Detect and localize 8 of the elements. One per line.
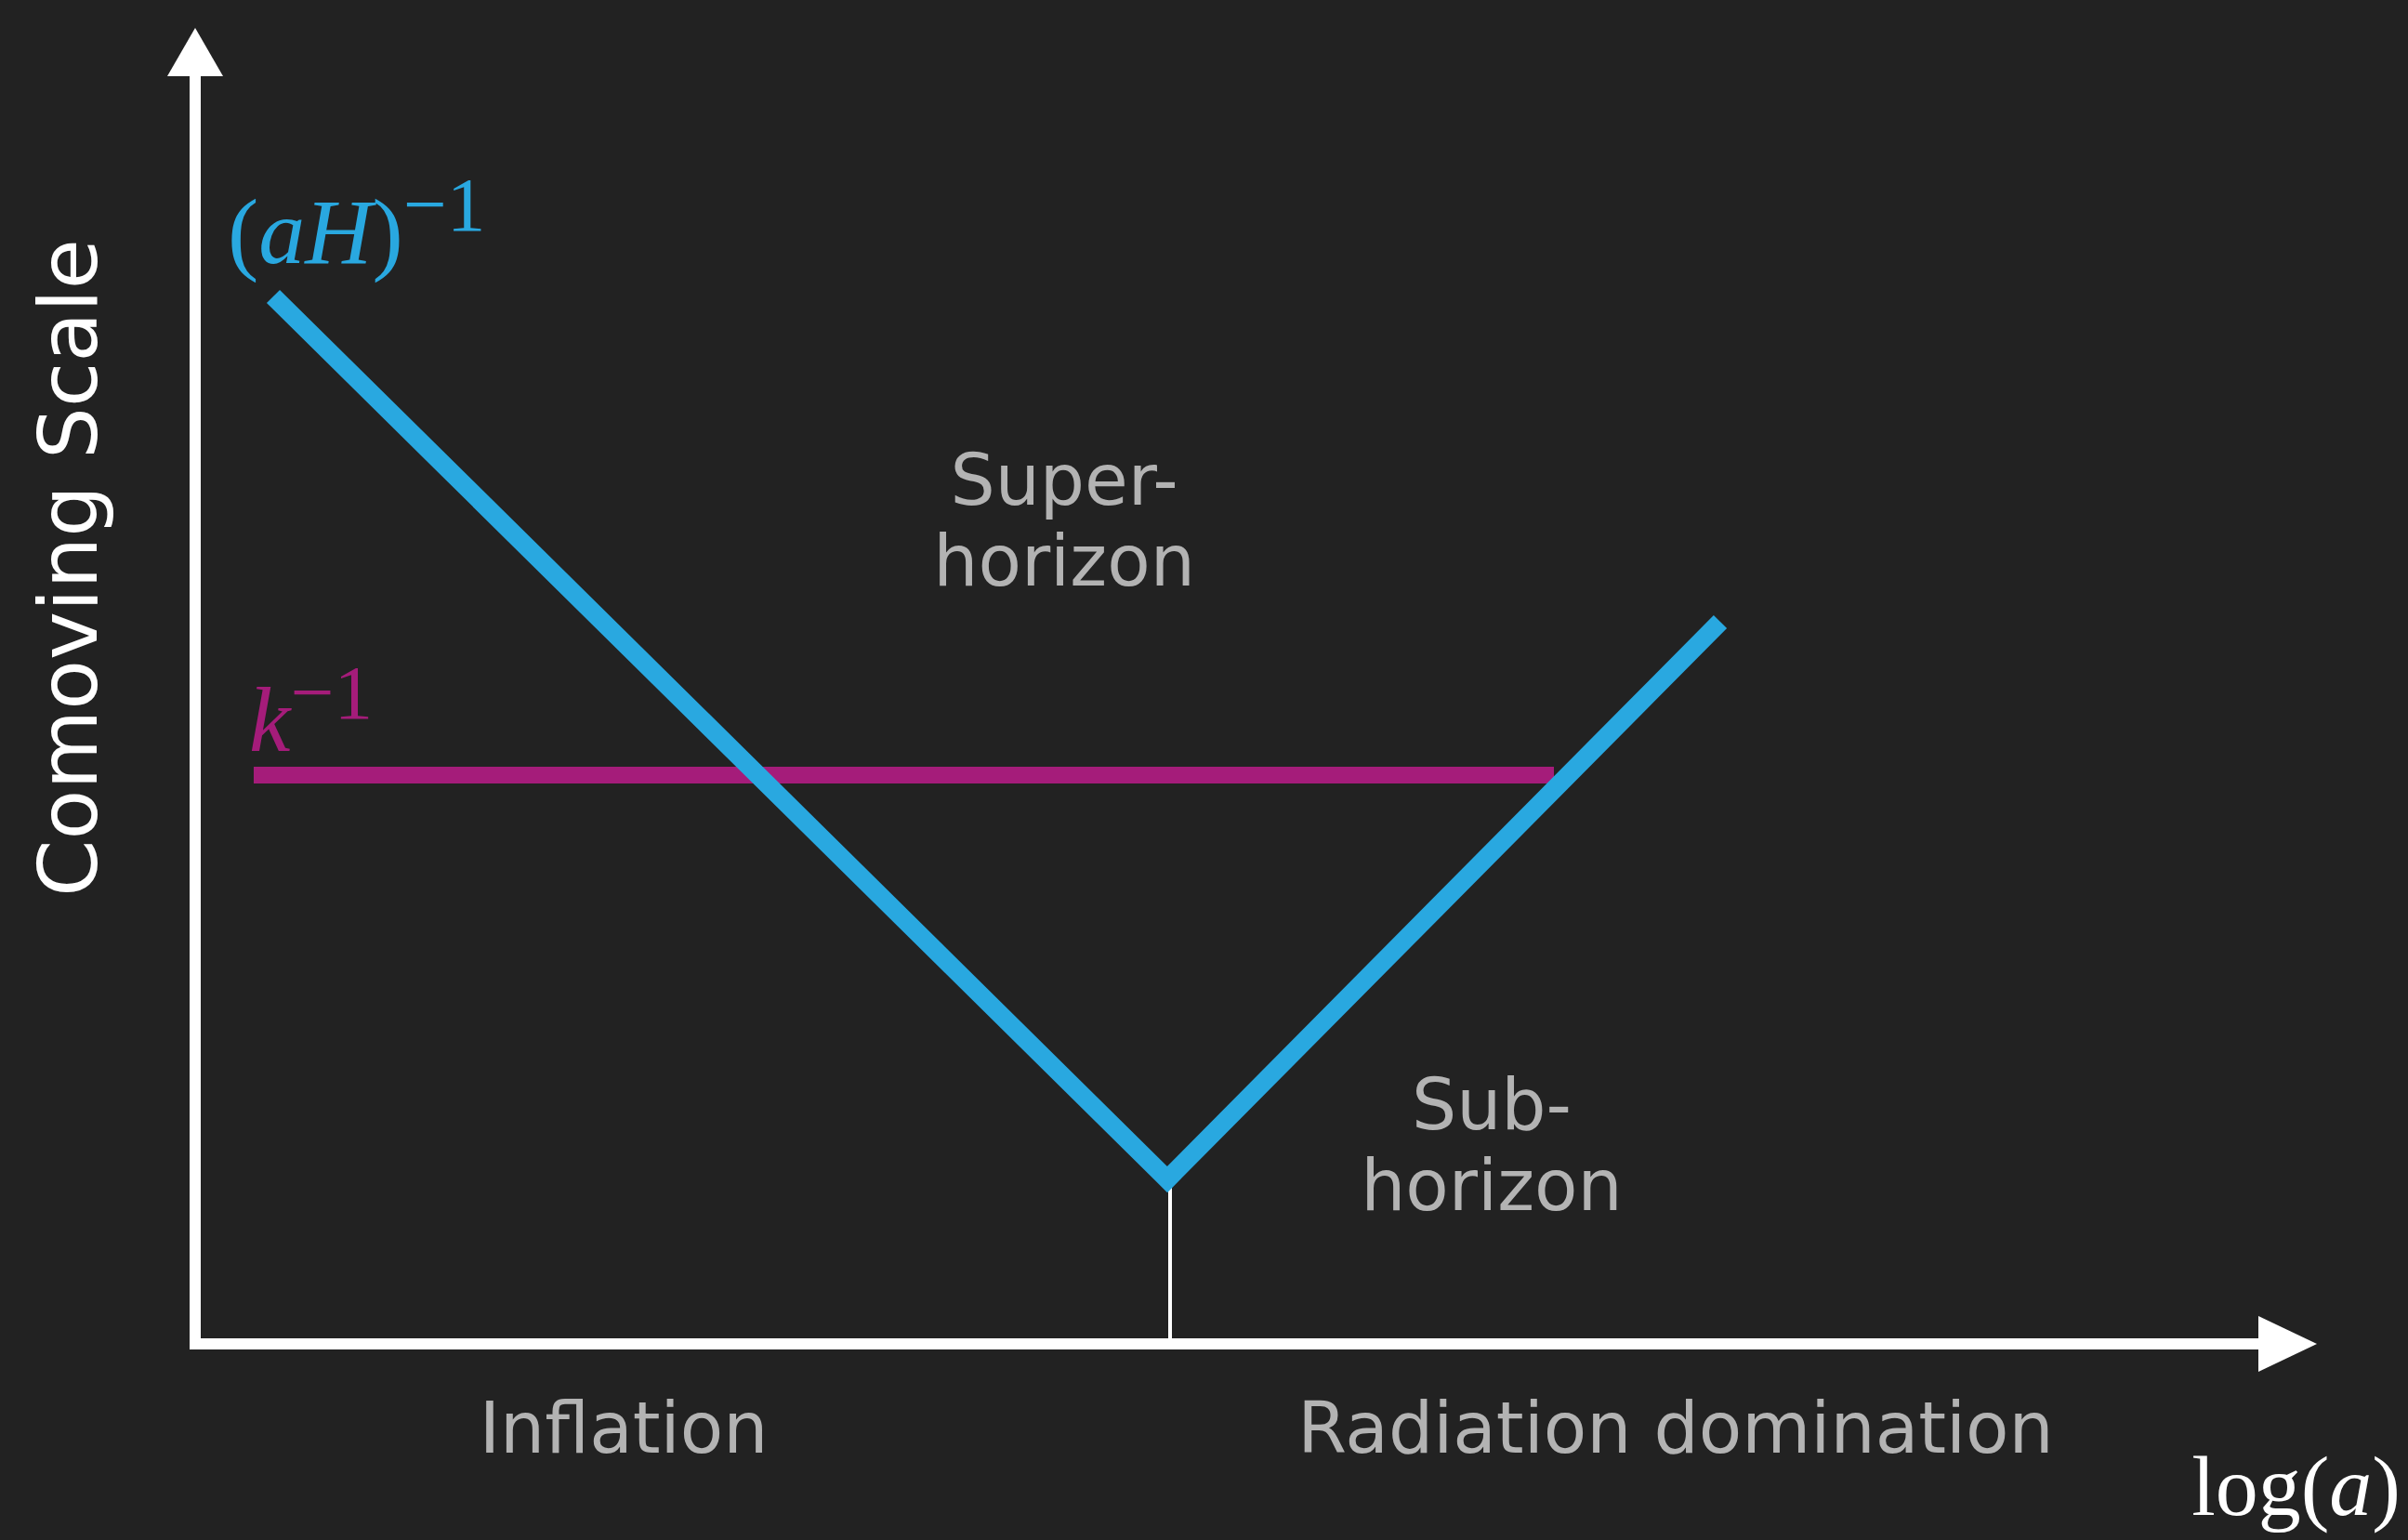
axis-title: log(a) (2191, 1438, 2401, 1536)
epoch-label: Inflation (479, 1388, 769, 1469)
axis-title: Comoving Scale (21, 239, 116, 897)
region-label: Super- horizon (933, 439, 1195, 602)
region-label: Sub- horizon (1361, 1063, 1623, 1227)
line-label: k$^{−1}$ (249, 649, 374, 773)
epoch-label: Radiation domination (1297, 1388, 2054, 1469)
curve-label: (aH)$^{−1}$ (228, 161, 486, 285)
